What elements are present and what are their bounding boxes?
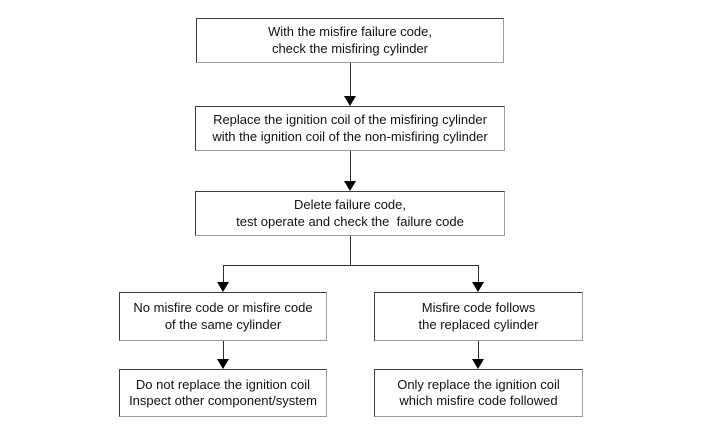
node-check-misfiring-cylinder: With the misfire failure code, check the…: [196, 18, 504, 63]
arrowhead-step3: [344, 181, 356, 191]
arrowhead-result-right: [472, 359, 484, 369]
connector-line-left-result: [223, 341, 224, 360]
connector-line-step3-split: [350, 236, 351, 265]
node-delete-failure-code: Delete failure code, test operate and ch…: [195, 191, 505, 236]
node-replace-ignition-coil: Replace the ignition coil of the misfiri…: [195, 106, 505, 151]
node-do-not-replace-coil: Do not replace the ignition coil Inspect…: [119, 369, 327, 417]
arrowhead-step2: [344, 96, 356, 106]
arrowhead-result-left: [217, 359, 229, 369]
node-only-replace-coil: Only replace the ignition coil which mis…: [374, 369, 583, 417]
node-no-misfire-or-same-cylinder: No misfire code or misfire code of the s…: [119, 292, 327, 341]
connector-line-branch: [223, 265, 479, 266]
arrowhead-branch-right: [472, 282, 484, 292]
node-misfire-follows-replaced: Misfire code follows the replaced cylind…: [374, 292, 583, 341]
connector-line-step1-step2: [350, 63, 351, 97]
connector-line-step2-step3: [350, 151, 351, 182]
connector-line-branch-right: [478, 265, 479, 283]
arrowhead-branch-left: [217, 282, 229, 292]
connector-line-right-result: [478, 341, 479, 360]
connector-line-branch-left: [223, 265, 224, 283]
